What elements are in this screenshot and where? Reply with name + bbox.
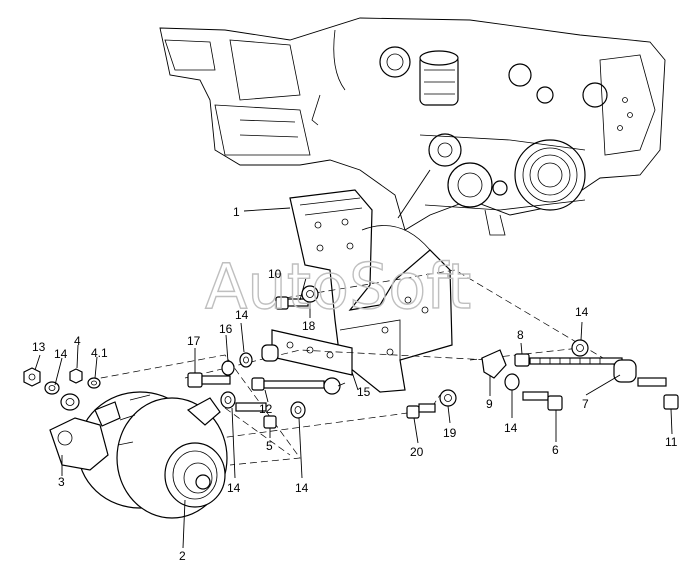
- callout-10: 10: [268, 267, 282, 281]
- callout-labels: 1 2 3 4 4.1 5 6 7 8 9 10 11 12 13 14 14 …: [32, 205, 678, 563]
- callout-1: 1: [233, 205, 240, 219]
- callout-11: 11: [665, 435, 678, 449]
- callout-14-upper-mid: 14: [235, 308, 249, 322]
- callout-16: 16: [219, 322, 233, 336]
- callout-6: 6: [552, 443, 559, 457]
- callout-18: 18: [302, 319, 316, 333]
- alternator: [49, 391, 228, 519]
- callout-4-1: 4.1: [91, 346, 108, 360]
- watermark-text: AutoSoft: [205, 250, 471, 323]
- callout-14-left: 14: [54, 347, 68, 361]
- leader-lines: [34, 207, 673, 549]
- callout-15: 15: [357, 385, 371, 399]
- callout-14-center-right: 14: [504, 421, 518, 435]
- callout-5: 5: [266, 439, 273, 453]
- callout-12: 12: [259, 402, 273, 416]
- callout-20: 20: [410, 445, 424, 459]
- callout-8: 8: [517, 328, 524, 342]
- callout-9: 9: [486, 397, 493, 411]
- callout-13: 13: [32, 340, 46, 354]
- callout-14-lower-left: 14: [227, 481, 241, 495]
- callout-2: 2: [179, 549, 186, 563]
- callout-7: 7: [582, 397, 589, 411]
- callout-19: 19: [443, 426, 457, 440]
- callout-3: 3: [58, 475, 65, 489]
- engine-block-illustration: [159, 17, 666, 236]
- callout-14-top-right: 14: [575, 305, 589, 319]
- mounting-bracket: [289, 189, 453, 393]
- callout-17: 17: [187, 334, 201, 348]
- callout-14-lower-mid: 14: [295, 481, 309, 495]
- callout-4: 4: [74, 334, 81, 348]
